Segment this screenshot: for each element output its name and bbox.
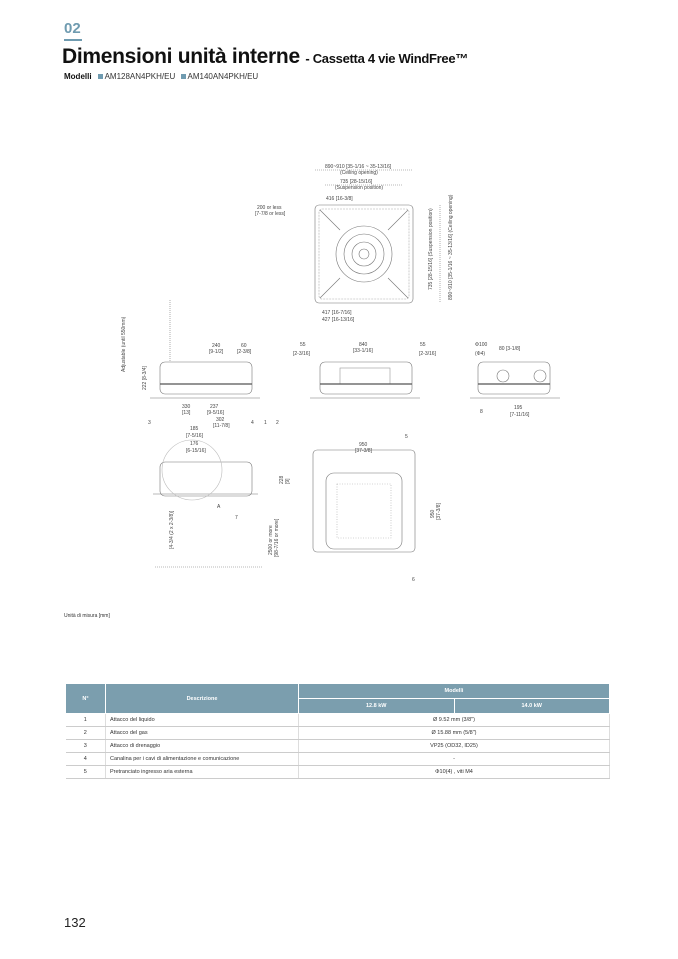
dim-label: 222 [8-3/4] bbox=[142, 365, 148, 390]
callout-number: 5 bbox=[405, 434, 408, 440]
row-value: Ø 15.88 mm (5/8") bbox=[298, 726, 610, 740]
dim-label: 416 [16-3/8] bbox=[326, 196, 353, 202]
unit-note: Unità di misura [mm] bbox=[64, 613, 110, 619]
dim-label: 228 bbox=[279, 475, 285, 484]
dim-label: [11-7/8] bbox=[213, 423, 230, 429]
dim-label: 330 bbox=[182, 404, 191, 410]
row-value: - bbox=[298, 752, 610, 766]
dim-label: [7-5/16] bbox=[186, 433, 204, 439]
dim-label: Adjustable (until 550mm) bbox=[121, 316, 127, 372]
model-1: AM128AN4PKH/EU bbox=[104, 72, 176, 81]
page-title: Dimensioni unità interne - Cassetta 4 vi… bbox=[62, 45, 468, 69]
dim-label: [7-7/8 or less] bbox=[255, 211, 286, 217]
side-views bbox=[150, 300, 560, 399]
dim-label: 185 bbox=[190, 426, 199, 432]
title-main: Dimensioni unità interne bbox=[62, 45, 300, 68]
dim-label: [6-15/16] bbox=[186, 448, 206, 454]
dim-label: (Suspension position) bbox=[335, 185, 383, 191]
dim-label: 60 bbox=[241, 343, 247, 349]
dim-label: [2-3/8] bbox=[237, 349, 252, 355]
row-number: 3 bbox=[65, 739, 106, 753]
models-label: Modelli bbox=[64, 72, 92, 81]
dim-label: [13] bbox=[182, 410, 191, 416]
dim-label: 55 bbox=[420, 342, 426, 348]
header-capacity-1: 12.8 kW bbox=[298, 698, 455, 714]
header-capacity-2: 14.0 kW bbox=[453, 698, 610, 714]
dim-label: [2-3/16] bbox=[419, 351, 437, 357]
dim-label: 237 bbox=[210, 404, 219, 410]
dim-label: 735 [28-15/16] bbox=[340, 179, 373, 185]
dim-label: 890~910 [35-1/16 ~ 35-13/16] (Ceiling op… bbox=[448, 194, 454, 300]
row-number: 2 bbox=[65, 726, 106, 740]
dim-label: [9-5/16] bbox=[207, 410, 225, 416]
dim-label: 176 bbox=[190, 441, 199, 447]
section-underline bbox=[64, 39, 82, 41]
dim-label: 80 [3-1/8] bbox=[499, 346, 521, 352]
row-value: Ø 9.52 mm (3/8") bbox=[298, 713, 610, 727]
row-description: Pretranciato ingresso aria esterna bbox=[105, 765, 299, 779]
dim-label: 840 bbox=[359, 342, 368, 348]
row-description: Canalina per i cavi di alimentazione e c… bbox=[105, 752, 299, 766]
callout-number: 6 bbox=[412, 577, 415, 583]
callout-number: 8 bbox=[480, 409, 483, 415]
callout-number: 2 bbox=[276, 420, 279, 426]
row-number: 4 bbox=[65, 752, 106, 766]
row-value: Φ10(4) , viti M4 bbox=[298, 765, 610, 779]
header-models: Modelli bbox=[298, 683, 610, 699]
dim-label: 735 [28-15/16] (Suspension position) bbox=[428, 208, 434, 290]
dim-label: 195 bbox=[514, 405, 523, 411]
header-number: N° bbox=[65, 683, 106, 714]
dim-label: [7-11/16] bbox=[510, 412, 530, 418]
dim-label: 302 bbox=[216, 417, 225, 423]
dim-label: [4-3/4 (2 x 2-3/8)] bbox=[169, 510, 175, 549]
dim-label: Φ100 bbox=[475, 342, 488, 348]
dim-label: A bbox=[217, 504, 221, 510]
dim-label: [9-1/2] bbox=[209, 349, 224, 355]
row-description: Attacco del liquido bbox=[105, 713, 299, 727]
page-number: 132 bbox=[64, 915, 86, 930]
callout-number: 7 bbox=[235, 515, 238, 521]
header-description: Descrizione bbox=[105, 683, 299, 714]
dim-label: 890~910 [35-1/16 ~ 35-13/16] bbox=[325, 164, 392, 170]
dim-label: 427 [16-13/16] bbox=[322, 317, 355, 323]
dim-label: 417 [16-7/16] bbox=[322, 310, 352, 316]
dim-label: 950 bbox=[359, 442, 368, 448]
row-number: 5 bbox=[65, 765, 106, 779]
technical-drawing: 890~910 [35-1/16 ~ 35-13/16] (Ceiling op… bbox=[121, 164, 560, 583]
dim-label: [9] bbox=[285, 478, 291, 484]
dim-label: [37-3/8] bbox=[436, 502, 442, 520]
dim-label: 950 bbox=[430, 509, 436, 518]
dim-label: [98-7/16 or more] bbox=[274, 518, 280, 557]
row-description: Attacco del gas bbox=[105, 726, 299, 740]
models-line: Modelli AM128AN4PKH/EU AM140AN4PKH/EU bbox=[64, 72, 258, 81]
callout-number: 1 bbox=[264, 420, 267, 426]
row-description: Attacco di drenaggio bbox=[105, 739, 299, 753]
top-view bbox=[314, 169, 441, 304]
dim-label: [37-3/8] bbox=[355, 448, 373, 454]
title-subtitle: - Cassetta 4 vie WindFree™ bbox=[305, 51, 468, 66]
callout-number: 3 bbox=[148, 420, 151, 426]
dim-label: 240 bbox=[212, 343, 221, 349]
row-number: 1 bbox=[65, 713, 106, 727]
dim-label: 2500 or more bbox=[268, 525, 274, 555]
bottom-views bbox=[153, 439, 416, 568]
row-value: VP25 (OD32, ID25) bbox=[298, 739, 610, 753]
dim-label: 55 bbox=[300, 342, 306, 348]
callout-number: 4 bbox=[251, 420, 254, 426]
dim-label: (Ceiling opening) bbox=[340, 170, 378, 176]
model-2: AM140AN4PKH/EU bbox=[187, 72, 259, 81]
dim-label: 200 or less bbox=[257, 205, 282, 211]
dim-label: [2-3/16] bbox=[293, 351, 311, 357]
dim-label: [33-1/16] bbox=[353, 348, 373, 354]
section-number: 02 bbox=[64, 20, 81, 37]
connections-table: N° Descrizione Modelli 12.8 kW 14.0 kW 1… bbox=[65, 683, 610, 779]
dim-label: (Φ4) bbox=[475, 351, 485, 357]
